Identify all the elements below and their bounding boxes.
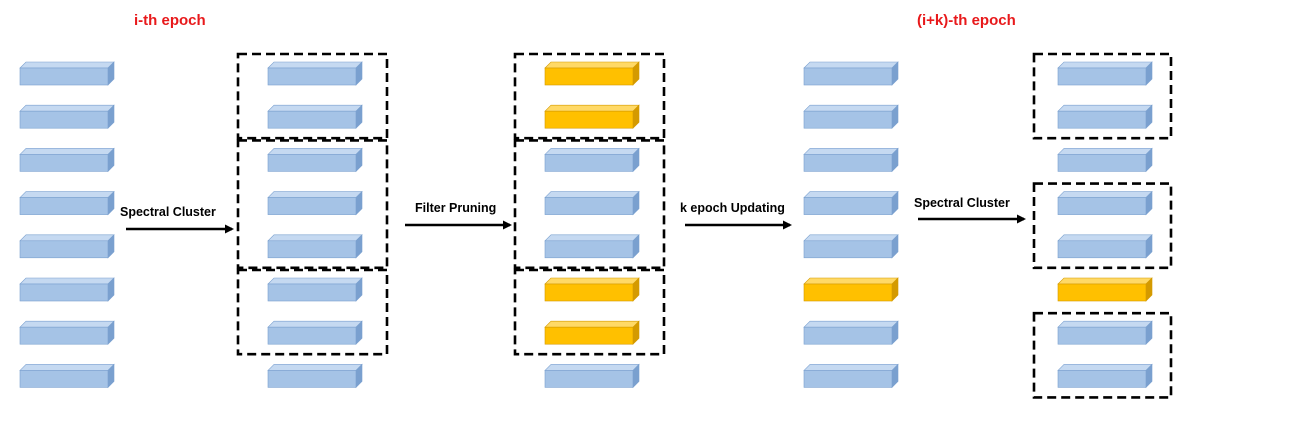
filter-column-pruned-filters xyxy=(513,52,666,389)
filter-block xyxy=(803,147,899,173)
k-epoch-updating-label: k epoch Updating xyxy=(680,201,785,215)
filter-block xyxy=(803,234,899,259)
filter-pruning-label: Filter Pruning xyxy=(415,201,497,215)
cluster-box xyxy=(236,139,389,270)
filter-column-original-filters xyxy=(19,61,115,389)
filter-block xyxy=(544,190,640,216)
filter-block xyxy=(267,190,363,216)
pruned-filter xyxy=(1057,277,1153,302)
filter-block xyxy=(1057,234,1153,259)
filter-block xyxy=(267,61,363,86)
cluster-box xyxy=(1032,311,1173,399)
filter-columns xyxy=(19,52,1173,399)
filter-block xyxy=(267,147,363,173)
i-plus-k-th-epoch-title: (i+k)-th epoch xyxy=(917,12,1016,29)
filter-block xyxy=(267,234,363,259)
filter-block xyxy=(267,320,363,345)
filter-column-updated-filters xyxy=(803,61,899,389)
filter-block xyxy=(19,190,115,216)
filter-block xyxy=(19,320,115,345)
pruned-filter xyxy=(544,277,640,302)
pruned-filter xyxy=(544,320,640,345)
filter-block xyxy=(19,104,115,129)
filter-block xyxy=(19,234,115,259)
i-th-epoch-title: i-th epoch xyxy=(134,12,206,29)
filter-block xyxy=(1057,147,1153,173)
pruned-filter xyxy=(544,104,640,129)
filter-block xyxy=(1057,320,1153,345)
cluster-box xyxy=(1032,182,1173,270)
filter-block xyxy=(1057,104,1153,129)
filter-block xyxy=(544,234,640,259)
filter-block xyxy=(267,104,363,129)
cluster-box xyxy=(513,139,666,270)
pruned-filter xyxy=(803,277,899,302)
cluster-box xyxy=(236,52,389,140)
filter-block xyxy=(267,277,363,302)
filter-column-clustered-filters xyxy=(236,52,389,389)
filter-block xyxy=(19,147,115,173)
cluster-box xyxy=(1032,52,1173,140)
filter-block xyxy=(803,363,899,389)
filter-block xyxy=(1057,363,1153,389)
filter-block xyxy=(544,147,640,173)
filter-block xyxy=(267,363,363,389)
spectral-cluster-label: Spectral Cluster xyxy=(120,205,216,219)
filter-block xyxy=(19,61,115,86)
filter-block xyxy=(803,61,899,86)
filter-block xyxy=(803,190,899,216)
cluster-box xyxy=(513,52,666,140)
filter-block xyxy=(544,363,640,389)
filter-block xyxy=(803,104,899,129)
cluster-box xyxy=(236,268,389,356)
filter-block xyxy=(19,363,115,389)
filter-block xyxy=(803,320,899,345)
filter-block xyxy=(19,277,115,302)
spectral-cluster-label-2: Spectral Cluster xyxy=(914,196,1010,210)
pruned-filter xyxy=(544,61,640,86)
filter-block xyxy=(1057,61,1153,86)
filter-column-reclustered-filters xyxy=(1032,52,1173,399)
filter-block xyxy=(1057,190,1153,216)
cluster-box xyxy=(513,268,666,356)
